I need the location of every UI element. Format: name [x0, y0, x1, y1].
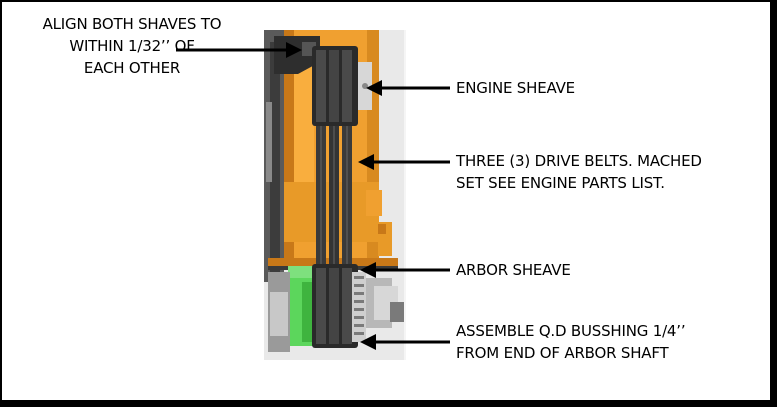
qd-bushing-callout: ASSEMBLE Q.D BUSSHING 1/4’’ FROM END OF …: [456, 320, 686, 364]
callout-line: ARBOR SHEAVE: [456, 261, 571, 279]
callout-line: ALIGN BOTH SHAVES TO: [42, 15, 222, 33]
arrow-left-icon: [360, 334, 450, 350]
orange-tab: [366, 190, 382, 216]
arrow-left-icon: [360, 262, 450, 278]
callout-line: ENGINE SHEAVE: [456, 79, 575, 97]
callout-line: FROM END OF ARBOR SHAFT: [456, 344, 669, 362]
align-sheaves-callout: ALIGN BOTH SHAVES TO WITHIN 1/32’’ OF EA…: [12, 13, 252, 79]
arrow-left-icon: [358, 154, 450, 170]
engine-sheave-callout: ENGINE SHEAVE: [456, 77, 575, 99]
callout-line: THREE (3) DRIVE BELTS. MACHED: [456, 152, 702, 170]
callout-line: SET SEE ENGINE PARTS LIST.: [456, 174, 665, 192]
callout-line: EACH OTHER: [83, 59, 181, 77]
callout-line: WITHIN 1/32’’ OF: [69, 37, 195, 55]
callout-line: ASSEMBLE Q.D BUSSHING 1/4’’: [456, 322, 686, 340]
arrow-left-icon: [366, 80, 450, 96]
drive-belts-callout: THREE (3) DRIVE BELTS. MACHED SET SEE EN…: [456, 150, 702, 194]
arrow-right-icon: [176, 42, 302, 58]
qd-bushing: [352, 272, 366, 342]
arbor-sheave-callout: ARBOR SHEAVE: [456, 259, 571, 281]
